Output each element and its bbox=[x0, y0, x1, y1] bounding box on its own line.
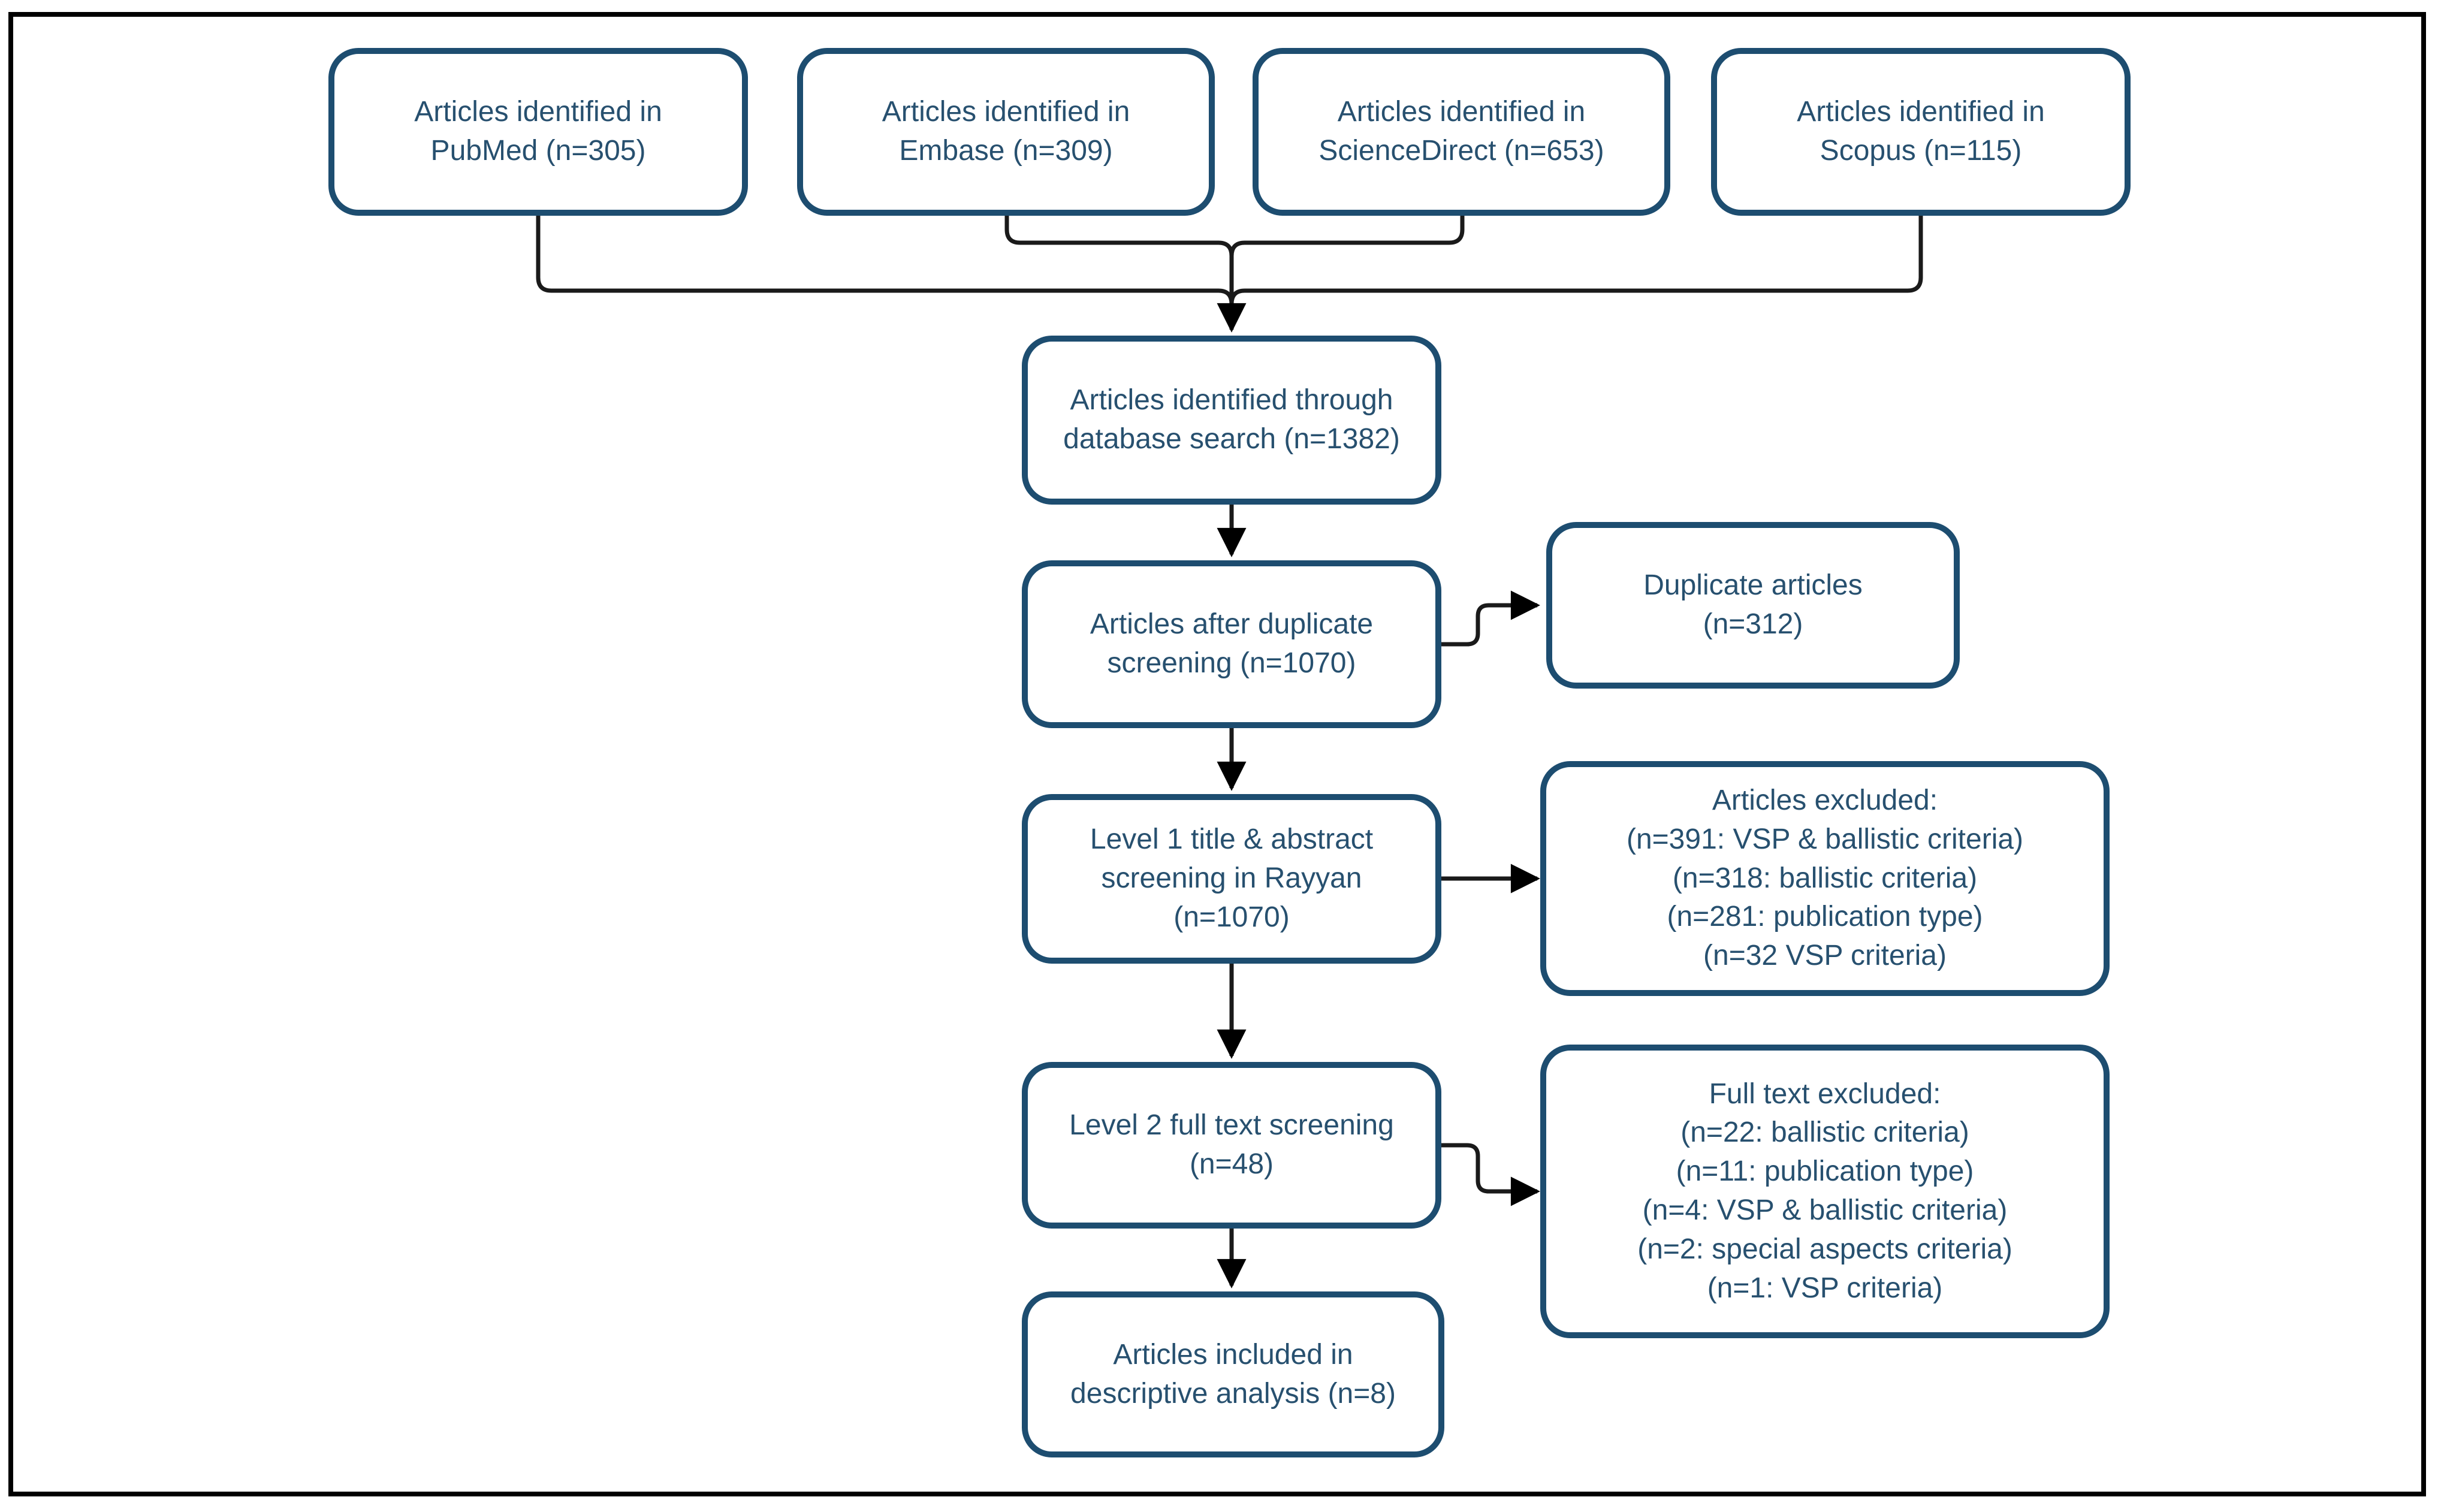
box-included-descriptive-analysis: Articles included in descriptive analysi… bbox=[1022, 1291, 1444, 1457]
box-level1-title-abstract-screening: Level 1 title & abstract screening in Ra… bbox=[1022, 794, 1441, 964]
box-level2-full-text-screening: Level 2 full text screening (n=48) bbox=[1022, 1062, 1441, 1229]
box-duplicate-articles: Duplicate articles (n=312) bbox=[1546, 522, 1960, 689]
box-articles-embase: Articles identified in Embase (n=309) bbox=[797, 48, 1215, 216]
box-articles-scopus: Articles identified in Scopus (n=115) bbox=[1711, 48, 2131, 216]
outer-frame bbox=[8, 12, 2426, 1496]
box-articles-sciencedirect: Articles identified in ScienceDirect (n=… bbox=[1253, 48, 1670, 216]
box-articles-pubmed: Articles identified in PubMed (n=305) bbox=[328, 48, 748, 216]
box-level2-full-text-excluded: Full text excluded: (n=22: ballistic cri… bbox=[1540, 1045, 2110, 1338]
box-level1-articles-excluded: Articles excluded: (n=391: VSP & ballist… bbox=[1540, 761, 2110, 996]
box-database-search-total: Articles identified through database sea… bbox=[1022, 336, 1441, 505]
box-after-duplicate-screening: Articles after duplicate screening (n=10… bbox=[1022, 560, 1441, 728]
